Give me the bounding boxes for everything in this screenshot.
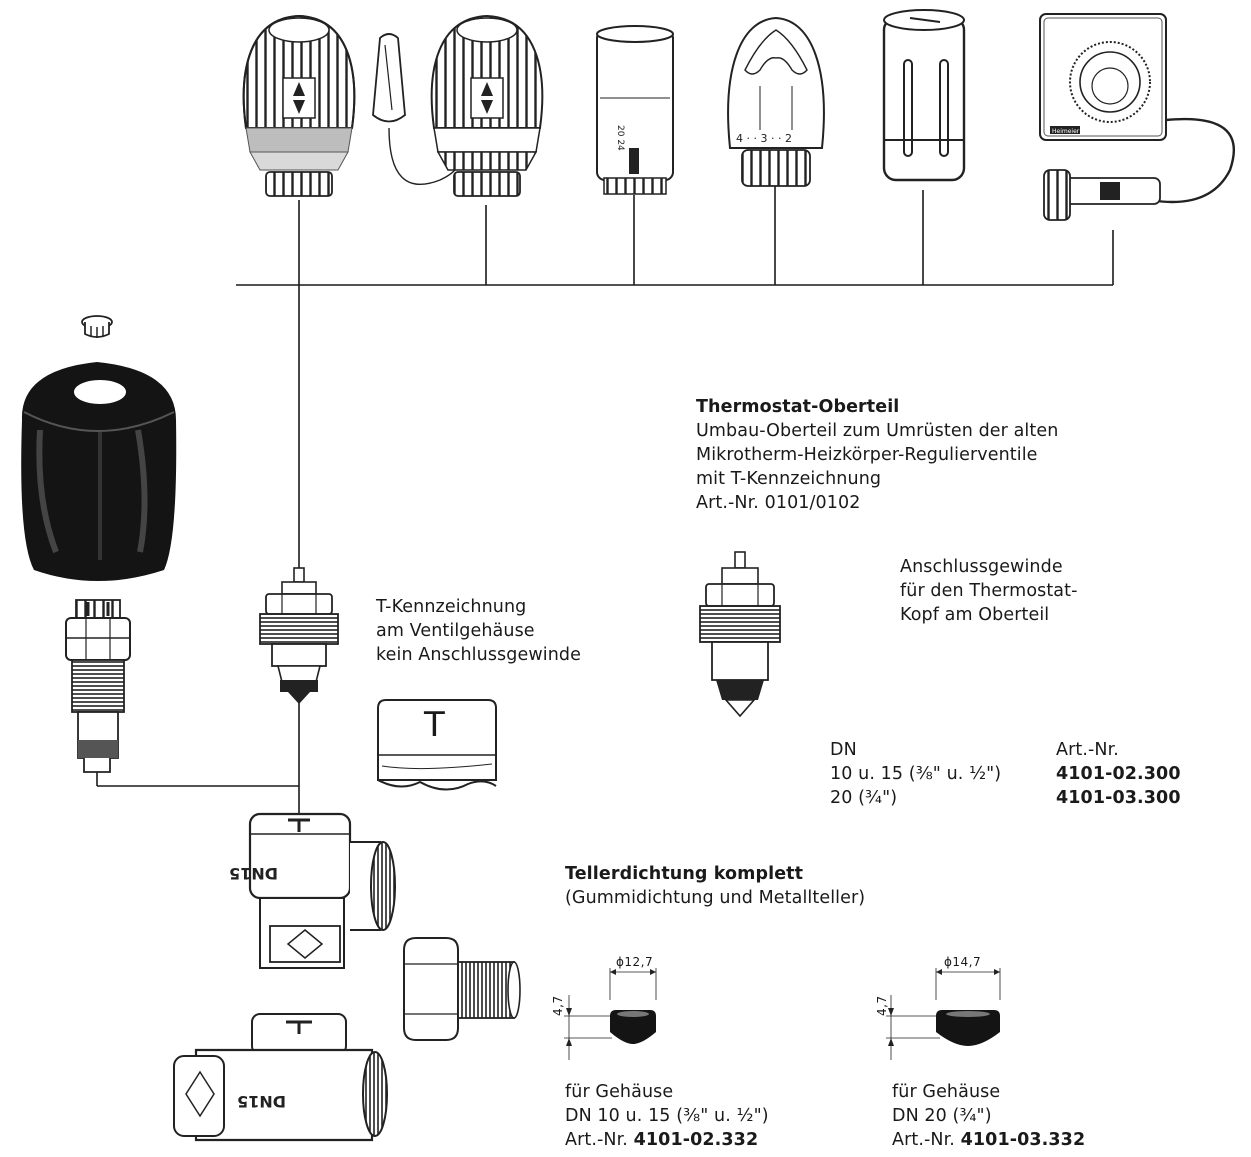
seal-left-height: 4,7 xyxy=(548,995,569,1016)
dn-row-2: 20 (¾") xyxy=(830,788,897,809)
dn-header: DN xyxy=(830,740,857,761)
seal-left-diameter: ϕ12,7 xyxy=(616,952,653,973)
oberteil-art-nr: Art.-Nr. 0101/0102 xyxy=(696,493,860,514)
oberteil-title: Thermostat-Oberteil xyxy=(696,397,899,418)
oberteil-insert xyxy=(700,552,780,716)
seal-right-art-number: 4101-03.332 xyxy=(961,1130,1086,1150)
valve-insert-left xyxy=(66,600,130,772)
oberteil-desc-line2: Mikrotherm-Heizkörper-Regulierventile xyxy=(696,445,1038,466)
tellerdichtung-subtitle: (Gummidichtung und Metallteller) xyxy=(565,888,865,909)
oberteil-desc-line1: Umbau-Oberteil zum Umrüsten der alten xyxy=(696,421,1058,442)
art-row-1: 4101-02.300 xyxy=(1056,764,1181,785)
small-cap xyxy=(82,316,112,338)
art-row-2: 4101-03.300 xyxy=(1056,788,1181,809)
seal-right-line1: für Gehäuse xyxy=(892,1082,1000,1103)
thermostat-head-3: 20 24 xyxy=(597,26,673,194)
seal-right-art: Art.-Nr. 4101-03.332 xyxy=(892,1130,1085,1151)
t-kennzeichnung-line1: T-Kennzeichnung xyxy=(376,597,526,618)
oberteil-desc-line3: mit T-Kennzeichnung xyxy=(696,469,881,490)
svg-text:4 · · 3 · · 2: 4 · · 3 · · 2 xyxy=(736,132,792,145)
connector-lines xyxy=(97,185,1113,814)
t-kennzeichnung-line2: am Ventilgehäuse xyxy=(376,621,535,642)
anschluss-line2: für den Thermostat- xyxy=(900,581,1078,602)
seal-right-line2: DN 20 (¾") xyxy=(892,1106,992,1127)
handwheel-knob xyxy=(21,362,176,581)
thermostat-head-1 xyxy=(244,16,355,196)
thermostat-head-5 xyxy=(884,10,964,180)
straight-valve-body: DN15 xyxy=(174,1014,387,1140)
seal-left-line1: für Gehäuse xyxy=(565,1082,673,1103)
seal-left-line2: DN 10 u. 15 (⅜" u. ½") xyxy=(565,1106,769,1127)
thermostat-head-2 xyxy=(432,16,543,196)
svg-text:20 24: 20 24 xyxy=(615,125,625,151)
anschluss-line1: Anschlussgewinde xyxy=(900,557,1063,578)
seal-left-art: Art.-Nr. 4101-02.332 xyxy=(565,1130,758,1151)
seal-right-height: 4,7 xyxy=(872,995,893,1016)
tellerdichtung-title: Tellerdichtung komplett xyxy=(565,864,803,885)
t-kennzeichnung-line3: kein Anschlussgewinde xyxy=(376,645,581,666)
dn-row-1: 10 u. 15 (⅜" u. ½") xyxy=(830,764,1001,785)
seal-drawing-left xyxy=(564,968,656,1060)
union-nut xyxy=(404,938,520,1040)
seal-left-art-prefix: Art.-Nr. xyxy=(565,1130,634,1150)
anschluss-line3: Kopf am Oberteil xyxy=(900,605,1049,626)
brand-label: Heimeier xyxy=(1052,128,1080,135)
art-header: Art.-Nr. xyxy=(1056,740,1119,761)
t-marking-letter: T xyxy=(424,706,445,744)
svg-text:DN15: DN15 xyxy=(237,1092,286,1111)
seal-right-art-prefix: Art.-Nr. xyxy=(892,1130,961,1150)
seal-left-art-number: 4101-02.332 xyxy=(634,1130,759,1150)
seal-drawing-right xyxy=(886,968,1000,1060)
angle-valve-body: DN15 xyxy=(229,814,395,968)
valve-insert-center xyxy=(260,568,338,704)
thermostat-head-4: 4 · · 3 · · 2 xyxy=(728,18,824,186)
svg-text:DN15: DN15 xyxy=(229,864,278,883)
room-thermostat: Heimeier xyxy=(1040,14,1234,220)
seal-right-diameter: ϕ14,7 xyxy=(944,952,981,973)
